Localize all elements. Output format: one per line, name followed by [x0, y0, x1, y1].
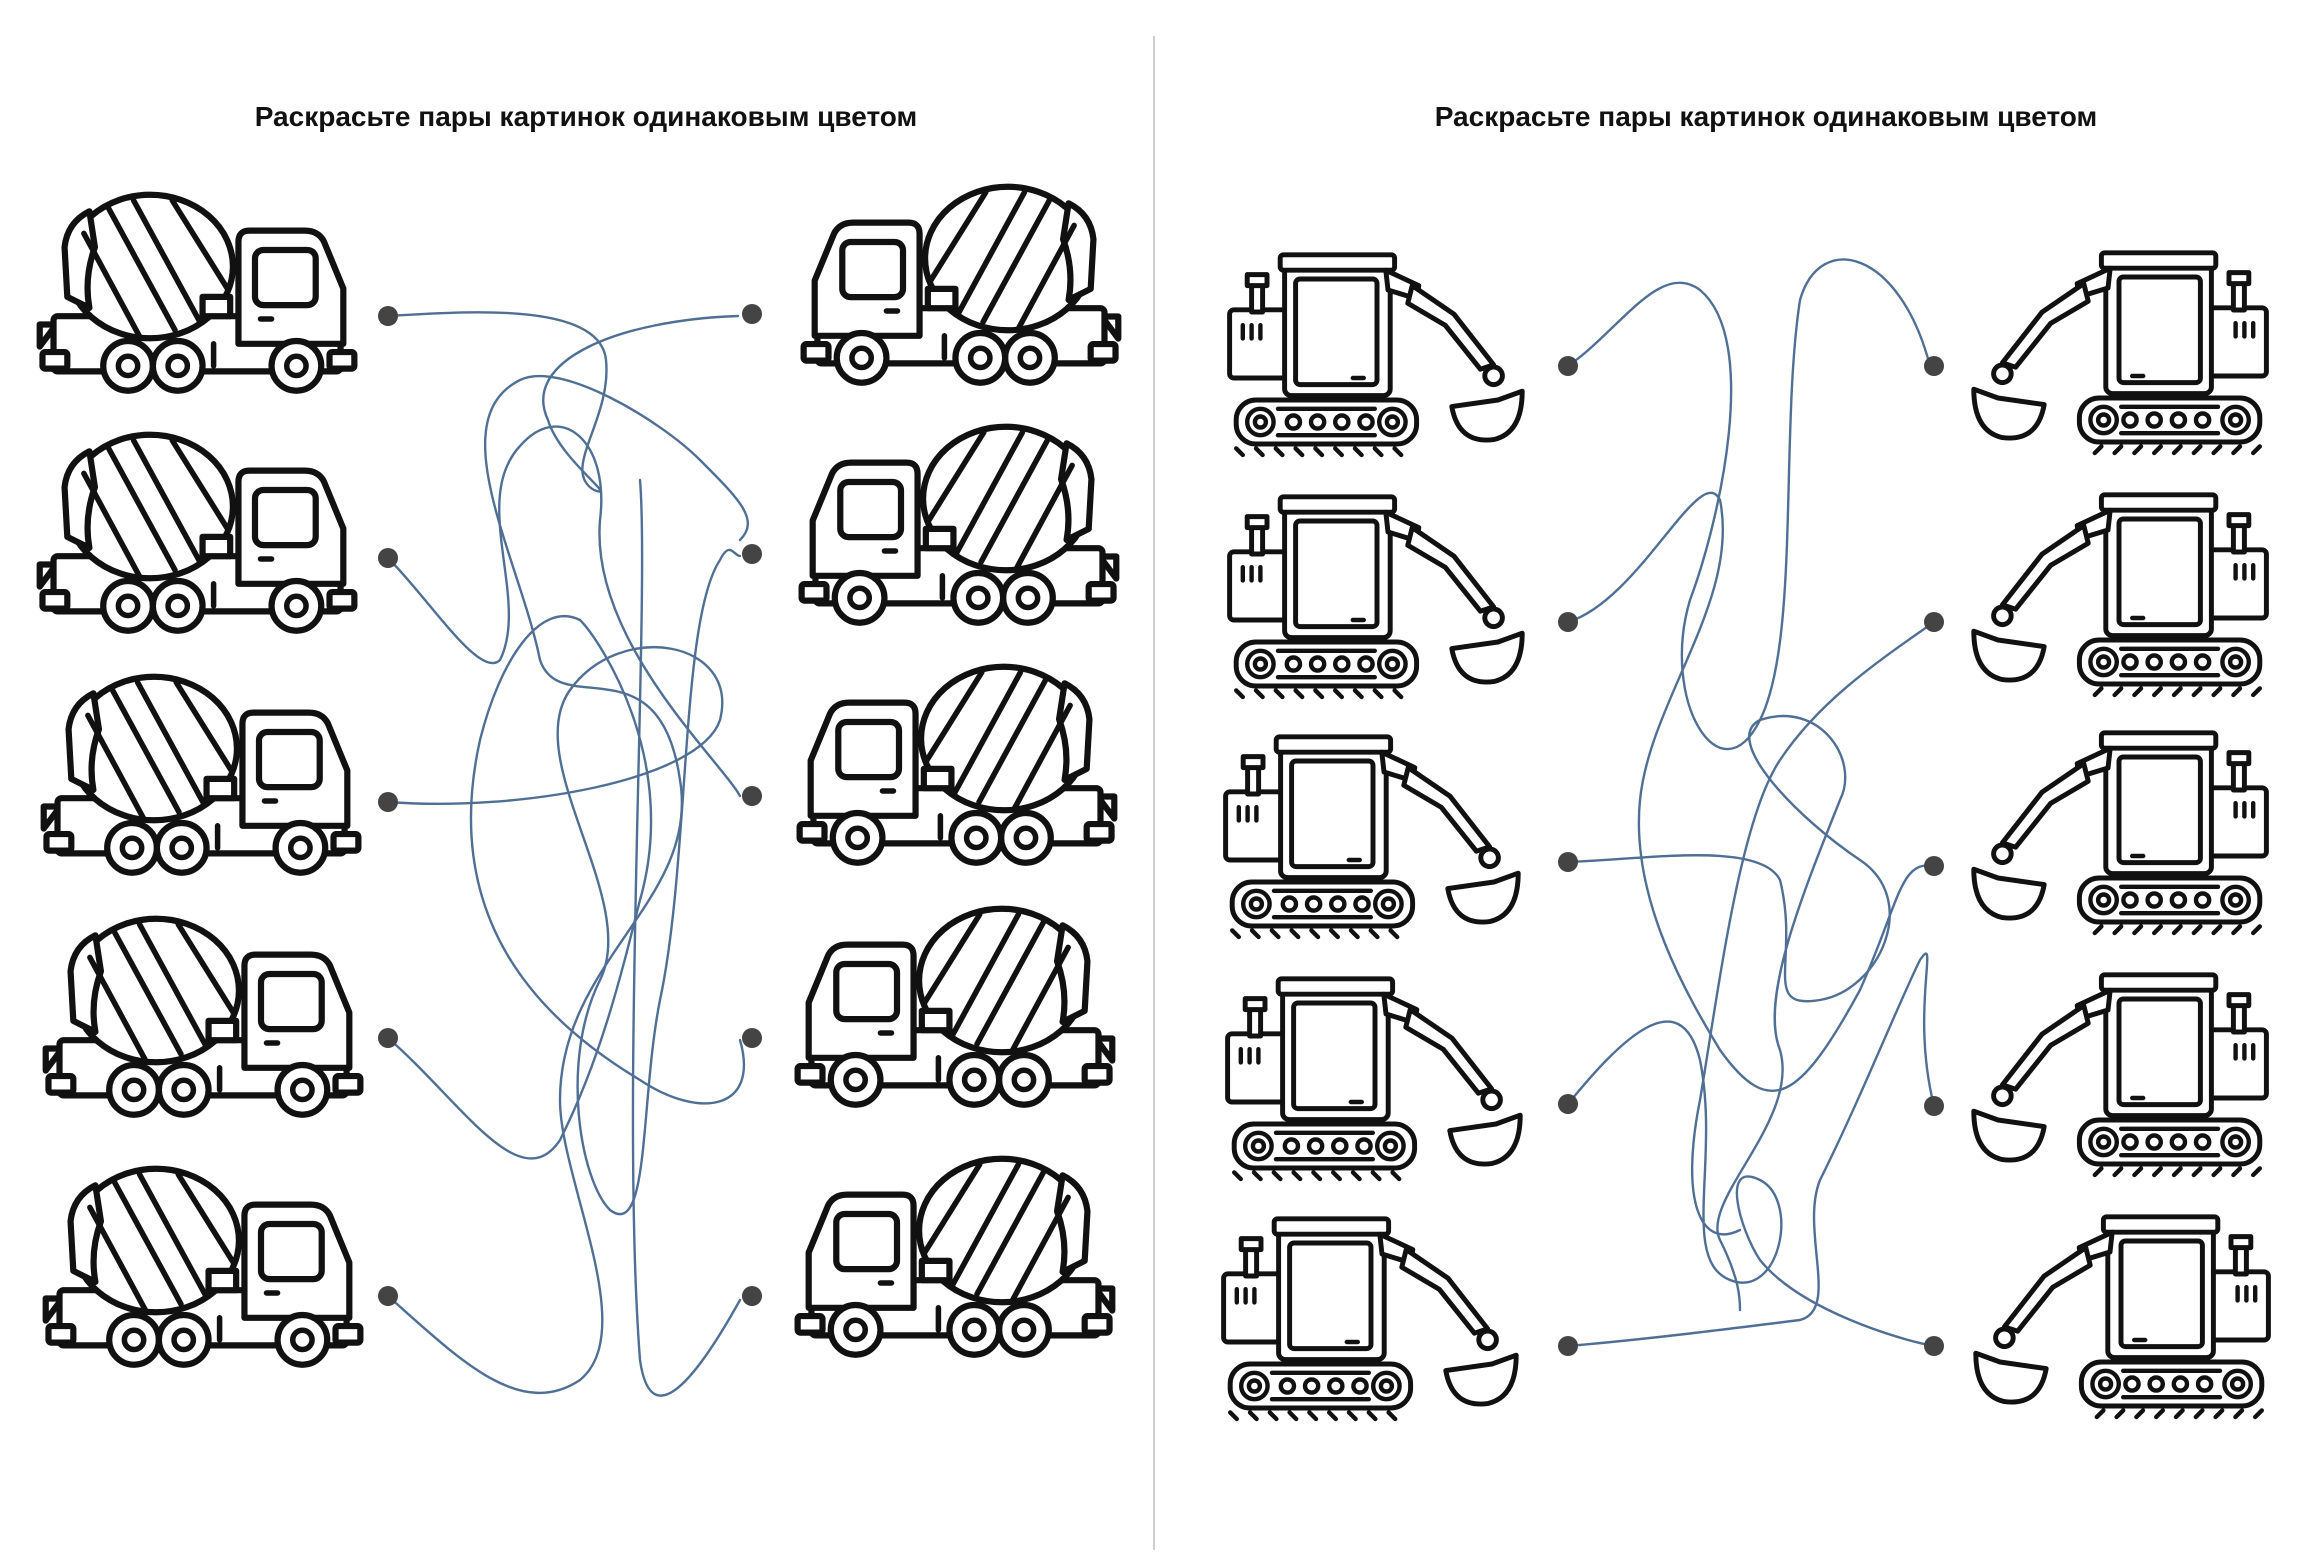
excavator[interactable]: [1224, 1219, 1517, 1419]
maze-line: [1566, 1020, 1936, 1348]
concrete-mixer-truck-mirrored[interactable]: [798, 1159, 1113, 1355]
concrete-mixer-truck[interactable]: [40, 195, 355, 391]
concrete-mixer-truck[interactable]: [46, 919, 361, 1115]
maze-line: [386, 311, 740, 493]
right-column-excavators: [1974, 253, 2269, 1417]
left-end-dot[interactable]: [742, 1286, 762, 1306]
right-end-dot[interactable]: [1924, 612, 1944, 632]
left-end-dot[interactable]: [742, 786, 762, 806]
concrete-mixer-truck[interactable]: [40, 435, 355, 631]
excavator[interactable]: [1226, 737, 1519, 937]
left-page-title: Раскрасьте пары картинок одинаковым цвет…: [255, 101, 917, 132]
left-start-dot[interactable]: [378, 548, 398, 568]
right-end-dot[interactable]: [1924, 1336, 1944, 1356]
maze-line: [386, 614, 746, 1160]
right-tangled-lines: [1566, 258, 1936, 1348]
right-start-dot[interactable]: [1558, 1094, 1578, 1114]
excavator-mirrored[interactable]: [1974, 253, 2267, 453]
excavator[interactable]: [1230, 255, 1523, 455]
left-end-dot[interactable]: [742, 544, 762, 564]
left-start-dot[interactable]: [378, 306, 398, 326]
concrete-mixer-truck-mirrored[interactable]: [802, 427, 1117, 623]
maze-line: [1566, 258, 1932, 751]
maze-line: [386, 374, 750, 1394]
left-tangled-lines: [386, 311, 750, 1397]
excavator[interactable]: [1228, 979, 1521, 1179]
excavator[interactable]: [1230, 497, 1523, 697]
maze-line: [1690, 620, 1936, 1236]
right-end-dot[interactable]: [1924, 356, 1944, 376]
excavator-mirrored[interactable]: [1974, 495, 2267, 695]
right-start-dot[interactable]: [1558, 612, 1578, 632]
left-end-dot[interactable]: [742, 304, 762, 324]
excavator-mirrored[interactable]: [1974, 733, 2267, 933]
maze-line: [1566, 952, 1936, 1348]
left-column-mixers: [40, 195, 361, 1365]
maze-line: [1566, 491, 1936, 1092]
right-start-dot[interactable]: [1558, 852, 1578, 872]
excavator-mirrored[interactable]: [1976, 1217, 2269, 1417]
concrete-mixer-truck[interactable]: [46, 1169, 361, 1365]
left-column-excavators: [1224, 255, 1523, 1419]
excavator-mirrored[interactable]: [1974, 975, 2267, 1175]
right-start-dot[interactable]: [1558, 356, 1578, 376]
concrete-mixer-truck-mirrored[interactable]: [798, 909, 1113, 1105]
left-start-dot[interactable]: [378, 792, 398, 812]
concrete-mixer-truck-mirrored[interactable]: [800, 667, 1115, 863]
right-start-dot[interactable]: [1558, 1336, 1578, 1356]
right-page-title: Раскрасьте пары картинок одинаковым цвет…: [1435, 101, 2097, 132]
left-start-dot[interactable]: [378, 1286, 398, 1306]
maze-line: [631, 478, 742, 1397]
right-end-dot[interactable]: [1924, 1096, 1944, 1116]
left-end-dot[interactable]: [742, 1028, 762, 1048]
left-start-dot[interactable]: [378, 1028, 398, 1048]
concrete-mixer-truck[interactable]: [44, 677, 359, 873]
maze-line: [1566, 714, 1891, 1312]
right-column-mixers: [798, 187, 1119, 1355]
right-page-dots: [1558, 356, 1944, 1356]
maze-line: [386, 548, 742, 1216]
right-end-dot[interactable]: [1924, 856, 1944, 876]
concrete-mixer-truck-mirrored[interactable]: [804, 187, 1119, 383]
left-page-dots: [378, 304, 762, 1306]
